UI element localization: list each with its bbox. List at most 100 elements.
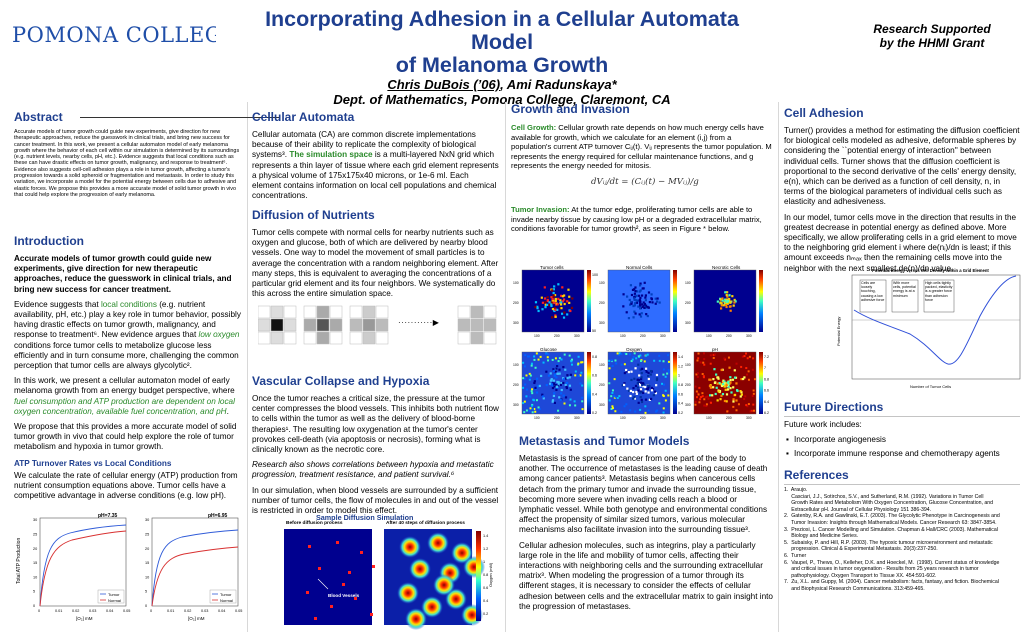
- invasion-texel: [560, 388, 563, 392]
- invasion-texel: [656, 409, 659, 412]
- blood-vessel-dot: [336, 541, 339, 544]
- invasion-texel: [541, 395, 545, 398]
- invasion-texel: [530, 364, 533, 367]
- diffusion-cell: [375, 331, 389, 345]
- invasion-texel: [529, 407, 532, 410]
- invasion-texel: [633, 352, 636, 355]
- atp-xtick: 0: [150, 609, 152, 613]
- invasion-texel: [720, 368, 723, 372]
- invasion-texel: [733, 301, 736, 304]
- sim-colorbar-ticks: 1.41.210.80.60.40.2: [483, 534, 488, 616]
- atp-plots-figure: Total ATP Production pH=7.35 Tumor Norma…: [14, 510, 244, 628]
- invasion-texel: [568, 376, 571, 379]
- invasion-texel: [551, 307, 555, 311]
- invasion-texel: [639, 384, 642, 387]
- invasion-texel: [577, 362, 580, 365]
- invasion-texel: [716, 300, 719, 303]
- invasion-texel: [727, 299, 730, 303]
- atp-ytick: 15: [145, 561, 149, 565]
- invasion-panel-bg: [693, 351, 757, 415]
- invasion-texel: [634, 384, 638, 387]
- invasion-texel: [550, 296, 553, 299]
- invasion-texel: [623, 382, 626, 385]
- invasion-texel: [701, 373, 704, 376]
- vascular-p1: Once the tumor reaches a critical size, …: [252, 394, 499, 455]
- invasion-texel: [552, 288, 555, 291]
- atp-xtick: 0.05: [123, 609, 130, 613]
- invasion-texel: [658, 301, 661, 304]
- diffusion-cell: [362, 305, 376, 319]
- invasion-texel: [644, 296, 647, 299]
- diffusion-cell: [375, 318, 389, 332]
- invasion-texel: [656, 297, 659, 300]
- invasion-texel: [729, 309, 732, 312]
- invasion-colorbar-tick: 6.6: [764, 389, 769, 393]
- invasion-texel: [643, 306, 646, 309]
- poster-title: Incorporating Adhesion in a Cellular Aut…: [234, 8, 770, 108]
- atp-ytick: 20: [33, 547, 37, 551]
- invasion-texel: [631, 358, 634, 361]
- invasion-texel: [746, 405, 749, 408]
- invasion-texel: [640, 303, 644, 306]
- invasion-colorbar-tick: 6.4: [764, 400, 769, 404]
- invasion-texel: [708, 378, 711, 381]
- cellular-automata-body: Cellular automata (CA) are common discre…: [252, 130, 500, 201]
- invasion-texel: [611, 389, 614, 392]
- invasion-texel: [715, 386, 718, 389]
- invasion-texel: [551, 399, 555, 402]
- invasion-axis-tick: 200: [640, 334, 646, 338]
- invasion-axis-tick: 200: [685, 383, 691, 387]
- reference-line: 7. Zu, X.L. and Guppy, M. (2004). Cancer…: [784, 579, 999, 586]
- metastasis-p1: Metastasis is the spread of cancer from …: [519, 454, 768, 535]
- invasion-texel: [709, 394, 712, 397]
- invasion-texel: [628, 303, 632, 306]
- invasion-texel: [541, 308, 544, 311]
- invasion-texel: [639, 382, 642, 386]
- atp-ytick: 25: [33, 533, 37, 537]
- invasion-texel: [569, 398, 572, 401]
- invasion-panel: Oxygen1.41.210.80.60.40.2100100200200300…: [599, 347, 683, 420]
- invasion-texel: [699, 398, 702, 401]
- invasion-axis-tick: 100: [534, 334, 540, 338]
- invasion-axis-tick: 300: [574, 416, 580, 420]
- invasion-texel: [743, 398, 746, 401]
- invasion-colorbar-tick: 1.4: [678, 355, 683, 359]
- invasion-texel: [626, 387, 629, 390]
- invasion-texel: [566, 300, 569, 303]
- invasion-axis-tick: 200: [513, 383, 519, 387]
- invasion-texel: [544, 303, 547, 306]
- invasion-texel: [727, 385, 730, 388]
- atp-xtick: 0.05: [235, 609, 242, 613]
- invasion-texel: [705, 403, 708, 406]
- invasion-texel: [667, 354, 670, 357]
- invasion-texel: [552, 291, 555, 295]
- invasion-panel-texture: [522, 352, 584, 414]
- diffusion-blob: [399, 536, 421, 558]
- diffusion-grid: [257, 305, 297, 345]
- invasion-texel: [616, 397, 619, 400]
- invasion-texel: [719, 301, 722, 304]
- diffusion-cell: [283, 318, 297, 332]
- invasion-texel: [727, 382, 731, 385]
- atp-ytick: 15: [33, 561, 37, 565]
- invasion-texel: [559, 398, 562, 401]
- invasion-texel: [562, 394, 565, 397]
- invasion-texel: [537, 406, 540, 409]
- invasion-texel: [723, 385, 726, 388]
- intro-p2-a: Evidence suggests that: [14, 299, 101, 309]
- introduction-section: Introduction Accurate models of tumor gr…: [14, 234, 242, 501]
- invasion-texel: [701, 395, 704, 398]
- invasion-texel: [558, 396, 561, 399]
- vascular-p3: In our simulation, when blood vessels ar…: [252, 485, 499, 516]
- invasion-axis-tick: 200: [726, 416, 732, 420]
- reference-line: Biology and Medicine Series.: [784, 533, 859, 540]
- invasion-texel: [695, 390, 698, 393]
- invasion-texel: [717, 377, 720, 380]
- invasion-texel: [638, 313, 641, 316]
- intro-p2-local: local conditions: [100, 299, 157, 309]
- invasion-texel: [664, 375, 667, 378]
- invasion-texel: [534, 386, 537, 389]
- invasion-texel: [694, 400, 697, 403]
- invasion-texel: [732, 405, 735, 408]
